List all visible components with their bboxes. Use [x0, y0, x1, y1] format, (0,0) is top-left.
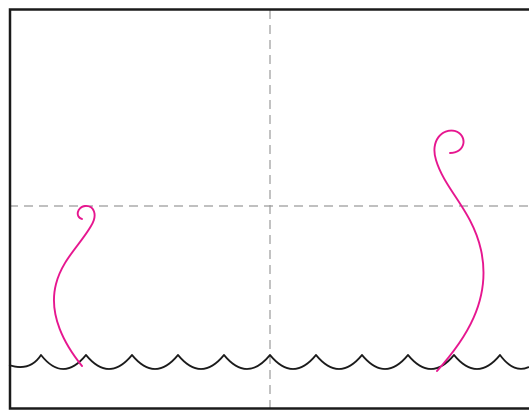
- paper-background: [0, 0, 529, 414]
- diagram-canvas: [0, 0, 529, 414]
